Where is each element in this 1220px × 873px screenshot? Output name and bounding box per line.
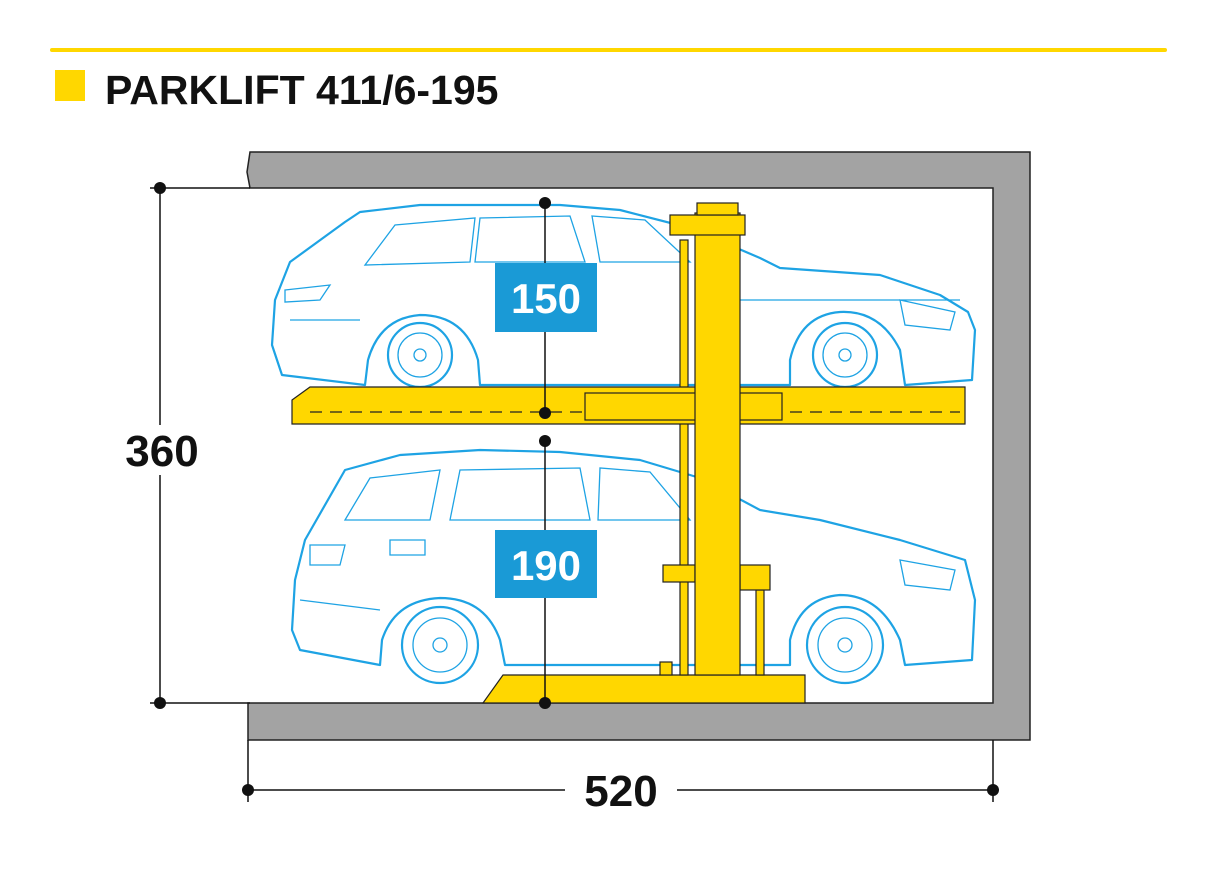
- title-marker: [55, 70, 85, 101]
- clearance-dimension: [495, 197, 597, 709]
- width-label: 520: [584, 767, 657, 816]
- upper-car: [270, 203, 977, 389]
- lower-car: [290, 448, 977, 685]
- height-label: 360: [125, 427, 198, 476]
- slide: [662, 564, 696, 583]
- garage-wall: [246, 151, 1031, 741]
- page-title: PARKLIFT 411/6-195: [105, 67, 498, 113]
- base-plate: [481, 674, 806, 704]
- upper-clearance-label: 150: [511, 275, 581, 322]
- lift-column: [694, 212, 741, 676]
- width-dimension: [242, 740, 999, 815]
- guide-rod: [679, 239, 689, 676]
- parklift: [291, 202, 966, 704]
- lower-clearance-label: 190: [511, 542, 581, 589]
- height-dimension: [112, 182, 250, 709]
